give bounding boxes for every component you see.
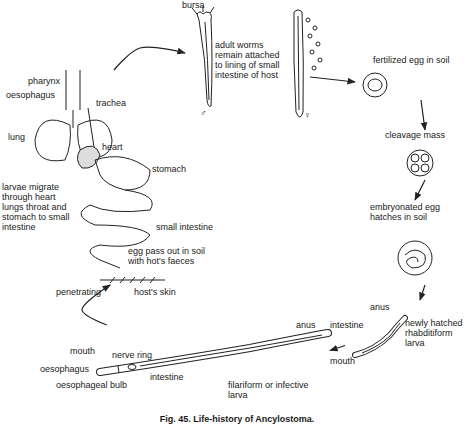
- part-label: stomach: [152, 164, 192, 174]
- blastomere: [411, 154, 419, 162]
- skin-layer: [100, 277, 165, 283]
- stage-node: cleavage mass: [385, 130, 465, 180]
- lung-lobe: [35, 120, 70, 161]
- worm-gut: [205, 22, 209, 100]
- stage-caption: newly hatched rhabditiform larva: [405, 318, 469, 348]
- larva-body: [100, 333, 328, 372]
- stage-text: cleavage mass: [385, 130, 465, 140]
- part-label: oesophageal bulb: [56, 380, 136, 390]
- blastomere: [411, 164, 419, 172]
- part-label: mouth: [330, 356, 360, 366]
- stage-node: adult worms remain attached to lining of…: [185, 5, 310, 125]
- stage-caption: embryonated egg hatches in soil: [370, 202, 462, 222]
- larva-body: [100, 333, 328, 372]
- trachea-tube: [73, 110, 74, 128]
- part-label: oesophagus: [6, 90, 64, 100]
- stage-text: larvae migrate through heart lungs throa…: [2, 182, 74, 232]
- cycle-arrow: [82, 285, 110, 325]
- stage-node: filariform or infective larva: [95, 325, 330, 410]
- cycle-arrow: [310, 77, 355, 82]
- cycle-arrow: [421, 100, 425, 130]
- stage-text: newly hatched rhabditiform larva: [405, 318, 469, 348]
- stage-text: filariform or infective larva: [228, 380, 328, 400]
- egg-shell: [398, 241, 432, 275]
- part-label: heart: [102, 142, 132, 152]
- part-label: host's skin: [134, 287, 189, 297]
- blastomere: [421, 164, 429, 172]
- worm-gut: [298, 16, 299, 110]
- part-label: intestine: [150, 372, 195, 382]
- released-egg: [313, 26, 317, 30]
- cycle-arrow: [415, 180, 425, 200]
- stage-caption: filariform or infective larva: [228, 380, 328, 400]
- released-egg: [312, 66, 316, 70]
- released-egg: [306, 18, 310, 22]
- part-label: ♀: [304, 110, 318, 120]
- cycle-arrow: [330, 346, 345, 351]
- part-label: mouth: [70, 346, 100, 356]
- nerve-ring: [118, 366, 119, 373]
- stage-text: embryonated egg hatches in soil: [370, 202, 462, 222]
- part-label: lung: [8, 132, 38, 142]
- pharynx-tube: [66, 70, 80, 110]
- oesophageal-bulb: [128, 365, 136, 370]
- connector-group: [82, 47, 425, 350]
- stage-caption: adult worms remain attached to lining of…: [215, 40, 287, 80]
- cycle-arrow: [114, 47, 185, 70]
- part-label: oesophagus: [40, 364, 98, 374]
- released-egg: [310, 50, 314, 54]
- larva-gut: [362, 323, 400, 353]
- released-egg: [316, 42, 320, 46]
- egg-shell: [363, 73, 387, 97]
- part-label: egg pass out in soil with hot's faeces: [128, 246, 223, 266]
- part-label: anus: [296, 320, 321, 330]
- stage-text: adult worms remain attached to lining of…: [215, 40, 287, 80]
- released-egg: [308, 34, 312, 38]
- stage-caption: fertilized egg in soil: [373, 55, 465, 65]
- part-label: small intestine: [156, 222, 226, 232]
- released-egg: [318, 58, 322, 62]
- part-label: penetrating: [56, 287, 108, 297]
- stage-node: fertilized egg in soil: [355, 55, 465, 100]
- egg-cell: [368, 79, 382, 91]
- stage-node: embryonated egg hatches in soil: [365, 200, 465, 285]
- coiled-larva: [405, 250, 425, 268]
- part-label: nerve ring: [112, 350, 162, 360]
- male-worm: [197, 12, 212, 106]
- part-label: pharynx: [28, 76, 66, 86]
- stage-node: newly hatched rhabditiform larva: [345, 300, 470, 365]
- stomach-shape: [95, 157, 150, 190]
- cycle-arrow: [420, 285, 425, 300]
- part-label: ♂: [200, 108, 214, 118]
- blastomere: [421, 154, 429, 162]
- part-label: trachea: [96, 98, 136, 108]
- egg-shell: [407, 150, 433, 176]
- part-label: bursa: [182, 0, 222, 10]
- part-label: intestine: [330, 320, 375, 330]
- stage-caption: cleavage mass: [385, 130, 465, 140]
- stage-caption: larvae migrate through heart lungs throa…: [2, 182, 74, 232]
- female-worm: [294, 10, 304, 117]
- larva-gut: [140, 335, 322, 366]
- stage-text: fertilized egg in soil: [373, 55, 465, 65]
- part-label: anus: [370, 302, 395, 312]
- figure-caption: Fig. 45. Life-history of Ancylostoma.: [0, 414, 474, 424]
